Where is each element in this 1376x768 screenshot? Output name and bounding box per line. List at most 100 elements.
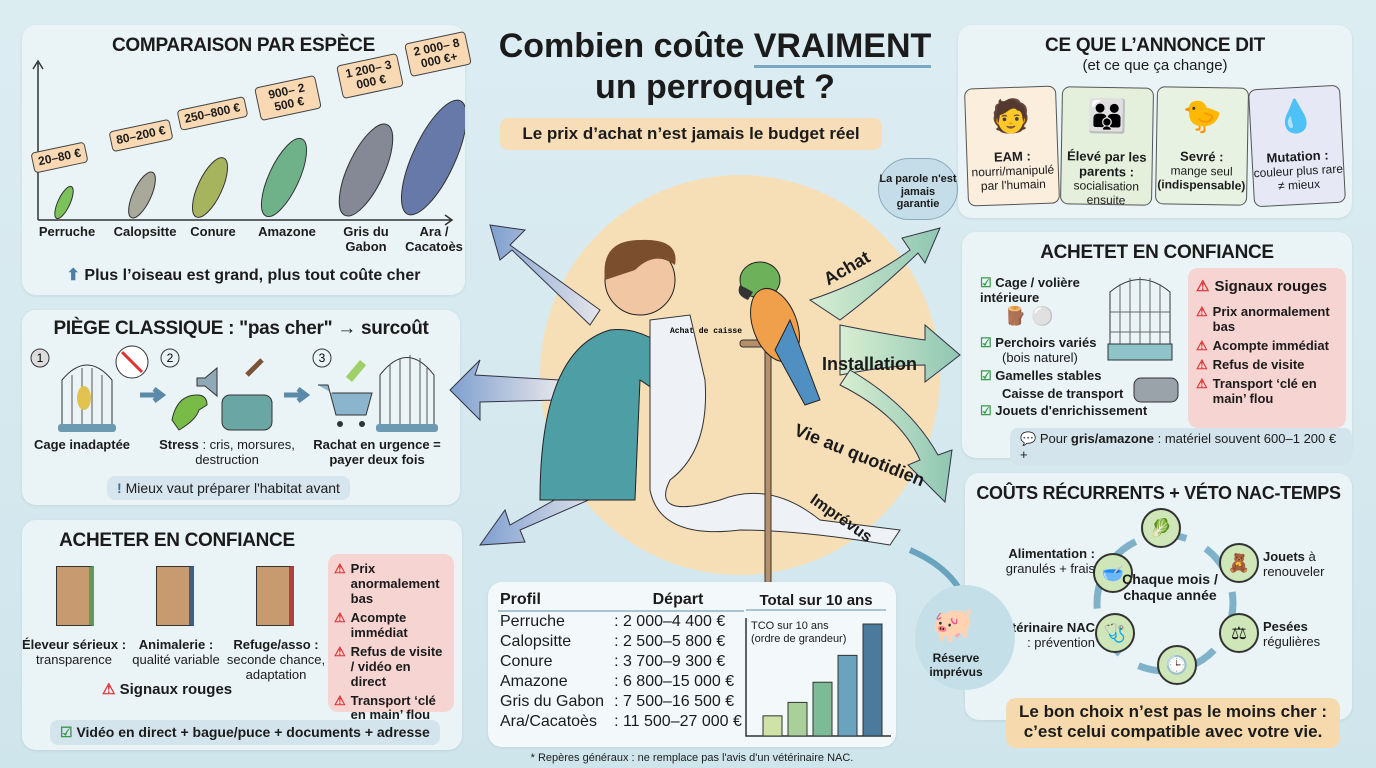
step-3-label: Rachat en urgence = payer deux fois <box>313 437 441 467</box>
species-panel: COMPARAISON PAR ESPÈCE 20–80 €80–200 €25… <box>22 25 472 295</box>
speech-bubble: La parole n'est jamais garantie <box>878 158 958 220</box>
cage-icon <box>30 345 149 432</box>
recurring-title: COÛTS RÉCURRENTS + VÉTO NAC-TEMPS <box>976 483 1341 503</box>
svg-text:2: 2 <box>167 351 174 365</box>
cycle-center: Chaque mois / chaque année <box>1122 571 1218 604</box>
toys-icon: 🧸 <box>1219 543 1259 583</box>
right-red-signals: ⚠Signaux rouges⚠Prix anormalement bas⚠Ac… <box>1188 268 1346 428</box>
bird-silhouette <box>400 99 465 216</box>
bird-silhouette <box>260 137 308 218</box>
conclusion: Le bon choix n’est pas le moins cher : c… <box>1006 698 1340 748</box>
checklist-pill: ☑ Vidéo en direct + bague/puce + documen… <box>50 720 440 745</box>
cage-carrier-icon <box>1107 277 1179 403</box>
source-label: Refuge/asso :seconde chance, adaptation <box>226 637 326 682</box>
bird-silhouette <box>191 157 229 218</box>
table-row: Perruche: 2 000–4 400 € <box>500 613 726 630</box>
door-icon <box>56 566 94 626</box>
svg-text:1: 1 <box>37 351 44 365</box>
perch-stand <box>764 339 772 586</box>
species-axes <box>32 59 465 226</box>
reserve-circle <box>915 585 1015 690</box>
vet-label: Vétérinaire NAC: prévention <box>996 620 1095 650</box>
card-icon: 🐤 <box>1182 97 1223 135</box>
table-row: Ara/Cacatoès: 11 500–27 000 € <box>500 713 742 730</box>
red-signal-item: ⚠Transport ‘clé en main’ flou <box>334 692 436 723</box>
buy-right-panel: ACHETET EN CONFIANCE ☑ Cage / volière in… <box>962 232 1352 465</box>
arrow-label-installation: Installation <box>822 354 918 374</box>
stress-icon <box>171 358 273 431</box>
equip-item: ☑ Gamelles stables <box>980 367 1102 383</box>
door-icon <box>256 566 294 626</box>
buy-left-panel: ACHETER EN CONFIANCE Éleveur sérieux :tr… <box>22 520 462 750</box>
step-2-label: Stress : cris, morsures, destruction <box>159 437 295 467</box>
buy-left-title: ACHETER EN CONFIANCE <box>59 530 295 551</box>
red-signal-item: ⚠Acompte immédiat <box>334 609 408 640</box>
ad-card: 👪Élevé par les parents :socialisation en… <box>1059 86 1155 207</box>
ad-card: 🐤Sevré :mange seul(indispensable) <box>1154 86 1250 206</box>
recurring-panel: COÛTS RÉCURRENTS + VÉTO NAC-TEMPS 🥬 🧸 ⚖ … <box>965 473 1352 720</box>
equip-item: ☑ Perchoirs variés <box>980 334 1097 350</box>
vet-icon: 🩺 <box>1095 613 1135 653</box>
trap-illustrations: 2 1 3 <box>30 345 438 432</box>
footnote: * Repères généraux : ne remplace pas l'a… <box>530 752 854 764</box>
red-signal-item: ⚠Prix anormalement bas <box>334 561 440 606</box>
card-icon: 🧑 <box>990 97 1032 135</box>
trap-panel: PIÈGE CLASSIQUE : "pas cher" → surcoût 2… <box>22 310 460 505</box>
step-1-label: Cage inadaptée <box>33 437 131 452</box>
material-note: 💬 Pour gris/amazone : matériel souvent 6… <box>1010 428 1352 465</box>
source-label: Éleveur sérieux :transparence <box>21 637 127 667</box>
species-title: COMPARAISON PAR ESPÈCE <box>112 35 375 56</box>
food-label: Alimentation :granulés + frais <box>1005 546 1095 576</box>
red-signal-item: ⚠Prix anormalement bas <box>1196 304 1330 335</box>
tco-bar <box>762 715 783 737</box>
center-illustration: Achat de caisse <box>449 175 963 592</box>
equip-item: ☑ Jouets d'enrichissement <box>980 402 1148 418</box>
equip-item: Caisse de transport <box>1002 385 1124 401</box>
new-cage-icon <box>376 355 438 432</box>
cart-icon <box>318 360 373 427</box>
svg-text:3: 3 <box>319 351 326 365</box>
speech-icon: 💬 <box>1020 431 1037 446</box>
arrow-left <box>449 359 561 422</box>
red-signals-box: ⚠Prix anormalement bas⚠Acompte immédiat⚠… <box>328 554 454 722</box>
species-footer: ⬆ Plus l’oiseau est grand, plus tout coû… <box>66 267 421 284</box>
tco-chart <box>745 618 891 737</box>
tco-bar <box>862 623 883 737</box>
signals-header: ⚠Signaux rouges <box>1196 278 1327 295</box>
table-row: Conure: 3 700–9 300 € <box>500 653 726 670</box>
macaw-illustration <box>738 261 821 406</box>
bird-silhouette <box>54 185 74 220</box>
species-name: Ara / Cacatoès <box>405 224 463 254</box>
trap-tip: ! Mieux vaut préparer l'habitat avant <box>107 476 350 500</box>
equipment-list: ☑ Cage / volière intérieure 🪵 ⚪ ☑ Percho… <box>980 275 1148 419</box>
chart-annotation: TCO sur 10 ans (ordre de grandeur) <box>751 620 847 646</box>
ad-title: CE QUE L’ANNONCE DIT <box>1045 35 1265 56</box>
species-name: Calopsitte <box>113 224 177 239</box>
trap-title: PIÈGE CLASSIQUE : "pas cher" → surcoût <box>53 318 429 339</box>
card-icon: 👪 <box>1087 97 1128 135</box>
toys-label: Jouets à renouveler <box>1263 549 1325 579</box>
warning-icon: ⚠ <box>102 681 116 698</box>
arrow-achat <box>808 227 941 321</box>
arrow-installation <box>839 323 961 384</box>
card-icon: 💧 <box>1274 97 1317 136</box>
red-signal-item: ⚠Refus de visite / vidéo en direct <box>334 643 443 689</box>
arrow-right-icon <box>140 387 167 403</box>
door-icon <box>156 566 194 626</box>
clock-icon: 🕒 <box>1157 645 1197 685</box>
ad-subtitle: (et ce que ça change) <box>1082 57 1228 74</box>
col-depart: Départ <box>652 591 704 608</box>
arrow-up-icon: ⬆ <box>66 267 80 284</box>
equip-item: ☑ Cage / volière intérieure <box>980 275 1080 305</box>
buy-right-title: ACHETET EN CONFIANCE <box>1040 242 1274 263</box>
exclamation-icon: ! <box>117 480 122 496</box>
checkbox-icon: ☑ <box>60 724 73 740</box>
tco-bar <box>812 681 833 737</box>
receipt-text: Achat de caisse <box>670 327 742 336</box>
arrow-vie <box>839 369 953 504</box>
species-name: Amazone <box>258 224 316 239</box>
piggy-bank-icon: 🐖 <box>932 606 975 644</box>
